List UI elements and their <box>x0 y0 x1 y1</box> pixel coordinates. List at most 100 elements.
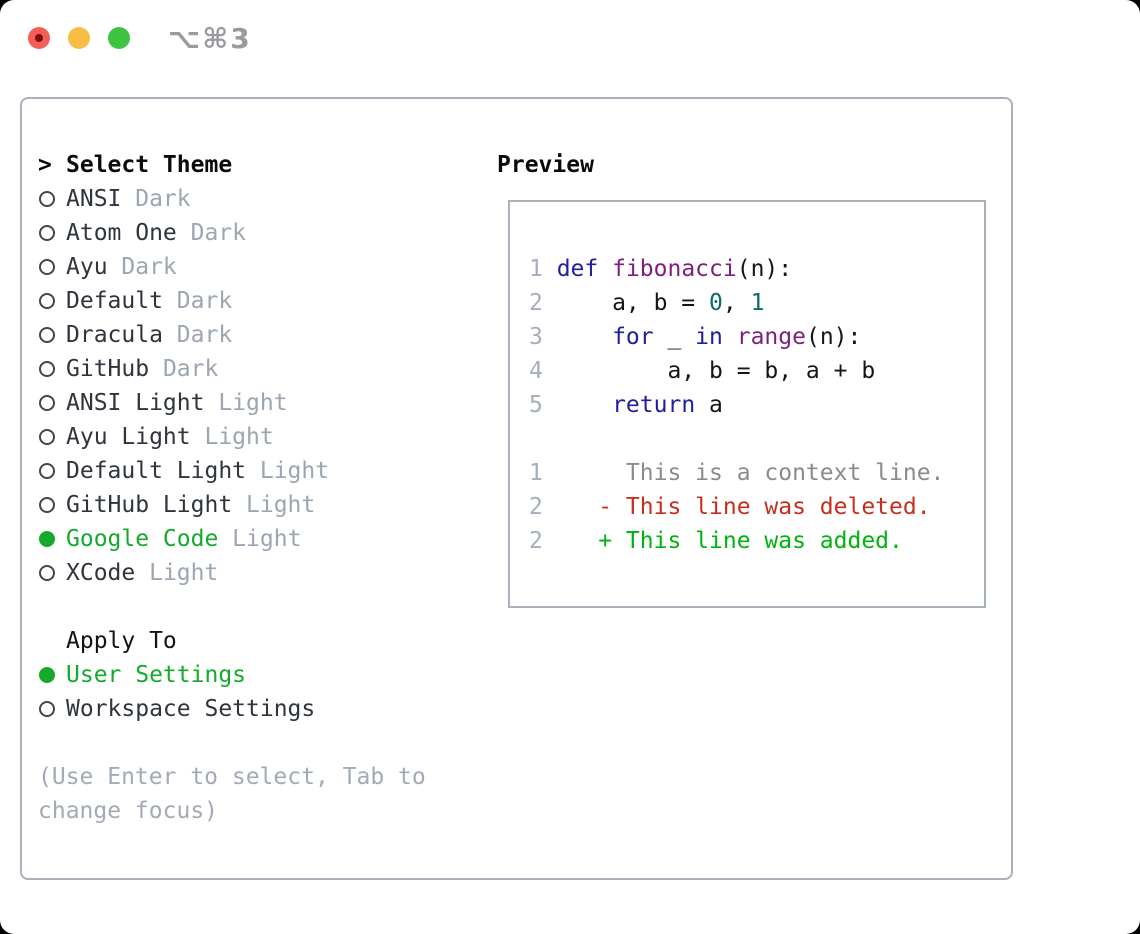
theme-variant: Light <box>135 560 219 586</box>
code-line <box>529 422 984 456</box>
apply-option-label: User Settings <box>66 662 247 688</box>
theme-variant: Light <box>190 424 274 450</box>
apply-to-title: Apply To <box>66 628 177 654</box>
theme-option-atom-one[interactable]: Atom One Dark <box>38 216 329 250</box>
theme-option-google-code[interactable]: Google Code Light <box>38 522 329 556</box>
code-token-pln: (n): <box>805 324 862 350</box>
code-line: 4 a, b = b, a + b <box>529 354 984 388</box>
prompt-icon: > <box>38 152 52 178</box>
theme-name: GitHub <box>66 356 150 382</box>
theme-name: Ayu <box>66 254 108 280</box>
radio-icon <box>38 497 66 513</box>
code-token-pln <box>723 324 737 350</box>
radio-icon <box>38 463 66 479</box>
code-token-del: - This line was deleted. <box>556 494 931 520</box>
theme-option-github[interactable]: GitHub Dark <box>38 352 329 386</box>
apply-option-user-settings[interactable]: User Settings <box>38 658 315 692</box>
code-token-ctx: This is a context line. <box>556 460 945 486</box>
theme-option-xcode[interactable]: XCode Light <box>38 556 329 590</box>
line-number: 5 <box>529 392 543 418</box>
line-number: 4 <box>529 358 543 384</box>
theme-variant: Dark <box>176 220 247 246</box>
radio-selected-icon <box>38 667 66 683</box>
code-token-kwd: for <box>612 324 654 350</box>
code-token-pln: , <box>722 290 751 316</box>
line-number: 2 <box>529 494 543 520</box>
code-line: 2 - This line was deleted. <box>529 490 984 524</box>
code-line: 2 a, b = 0, 1 <box>529 286 984 320</box>
theme-option-ayu-light[interactable]: Ayu Light Light <box>38 420 329 454</box>
titlebar: ⌥⌘3 <box>0 0 1140 76</box>
line-number: 3 <box>529 324 543 350</box>
close-button[interactable] <box>28 27 50 49</box>
apply-to-header-row: Apply To <box>38 624 315 658</box>
theme-name: Dracula <box>66 322 163 348</box>
theme-name: XCode <box>66 560 136 586</box>
code-token-pln <box>598 256 612 282</box>
theme-list-header: >Select Theme <box>38 148 329 182</box>
zoom-button[interactable] <box>108 27 130 49</box>
radio-icon <box>38 395 66 411</box>
code-token-pln: a, b = <box>556 290 710 316</box>
radio-icon <box>38 701 66 717</box>
line-number: 1 <box>529 256 543 282</box>
line-number: 1 <box>529 460 543 486</box>
theme-variant: Light <box>232 492 316 518</box>
code-token-kwd: return <box>612 392 696 418</box>
code-token-pln: _ <box>653 324 696 350</box>
theme-option-default-light[interactable]: Default Light Light <box>38 454 329 488</box>
radio-icon <box>38 327 66 343</box>
theme-name: ANSI <box>66 186 122 212</box>
help-text: (Use Enter to select, Tab to change focu… <box>38 764 440 824</box>
code-token-add: + This line was added. <box>556 528 903 554</box>
theme-option-github-light[interactable]: GitHub Light Light <box>38 488 329 522</box>
code-token-pln: (n): <box>736 256 793 282</box>
code-token-pln: a <box>695 392 723 418</box>
theme-name: Atom One <box>66 220 177 246</box>
theme-variant: Dark <box>162 288 233 314</box>
radio-icon <box>38 565 66 581</box>
code-token-kwd: def <box>556 256 599 282</box>
code-line: 3 for _ in range(n): <box>529 320 984 354</box>
theme-name: GitHub Light <box>66 492 233 518</box>
code-token-kwd: in <box>695 324 723 350</box>
code-token-lit: 1 <box>750 290 765 316</box>
preview-title: Preview <box>497 152 594 178</box>
theme-variant: Dark <box>121 186 191 212</box>
code-token-pln: a, b = b, a + b <box>556 358 876 384</box>
theme-name: Google Code <box>66 526 219 552</box>
theme-variant: Light <box>246 458 330 484</box>
theme-name: ANSI Light <box>66 390 205 416</box>
theme-variant: Dark <box>107 254 177 280</box>
theme-variant: Light <box>204 390 288 416</box>
code-token-lit: 0 <box>709 290 723 316</box>
theme-option-ansi-light[interactable]: ANSI Light Light <box>38 386 329 420</box>
code-token-pln <box>557 392 612 418</box>
apply-option-workspace-settings[interactable]: Workspace Settings <box>38 692 315 726</box>
theme-option-ayu[interactable]: Ayu Dark <box>38 250 329 284</box>
theme-variant: Light <box>218 526 302 552</box>
code-token-pln <box>557 324 612 350</box>
radio-icon <box>38 225 66 241</box>
window-title: ⌥⌘3 <box>168 22 252 55</box>
radio-icon <box>38 259 66 275</box>
theme-option-default[interactable]: Default Dark <box>38 284 329 318</box>
code-line: 1 This is a context line. <box>529 456 984 490</box>
apply-option-label: Workspace Settings <box>66 696 316 722</box>
code-line: 5 return a <box>529 388 984 422</box>
theme-name: Default <box>66 288 163 314</box>
theme-option-dracula[interactable]: Dracula Dark <box>38 318 329 352</box>
radio-icon <box>38 361 66 377</box>
minimize-button[interactable] <box>68 27 90 49</box>
theme-option-ansi[interactable]: ANSI Dark <box>38 182 329 216</box>
theme-name: Default Light <box>66 458 247 484</box>
line-number: 2 <box>529 528 543 554</box>
theme-variant: Dark <box>162 322 233 348</box>
radio-icon <box>38 191 66 207</box>
code-token-typ: range <box>736 324 806 350</box>
